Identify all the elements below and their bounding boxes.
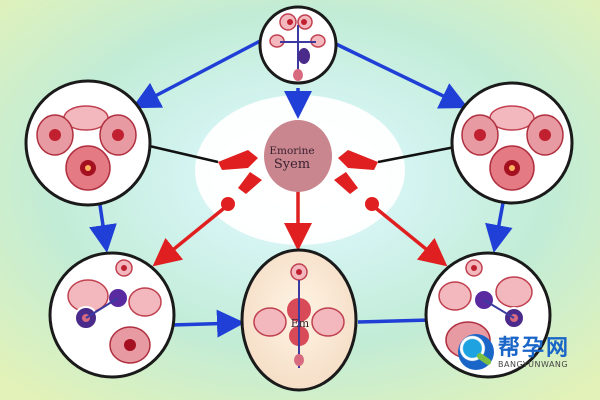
center-node bbox=[218, 120, 379, 211]
node-bottom-left bbox=[48, 251, 176, 379]
node-egg bbox=[240, 248, 358, 392]
node-left bbox=[24, 79, 152, 207]
watermark: 帮孕网 BANGYUNWANG bbox=[458, 330, 598, 378]
connector-right-center bbox=[377, 145, 456, 164]
blue-arrows bbox=[89, 38, 513, 338]
watermark-title: 帮孕网 bbox=[498, 336, 571, 361]
red-dot-left bbox=[221, 197, 235, 211]
red-arm-right bbox=[338, 150, 378, 170]
arrow-top-to-right bbox=[335, 42, 469, 109]
node-top bbox=[258, 5, 338, 85]
arrow-right-to-bottomright bbox=[485, 202, 513, 253]
black-connectors bbox=[144, 143, 456, 164]
red-dot-right bbox=[365, 197, 379, 211]
connector-left-center bbox=[144, 143, 219, 164]
node-right bbox=[450, 81, 574, 205]
red-arm-left-lower bbox=[238, 172, 262, 194]
center-blob bbox=[264, 120, 332, 192]
center-label-line2: Syem bbox=[273, 157, 311, 172]
center-label-line1: Emorine bbox=[269, 145, 315, 157]
arrow-egg-to-bottomright bbox=[357, 318, 431, 324]
node-bottom-right bbox=[424, 251, 552, 379]
watermark-subtitle: BANGYUNWANG bbox=[498, 360, 569, 369]
red-arrows bbox=[152, 188, 448, 267]
arrow-center-to-bottomleft bbox=[152, 203, 230, 267]
watermark-logo-icon bbox=[458, 334, 494, 370]
egg-label: Em bbox=[290, 317, 310, 330]
arrow-left-to-bottomleft bbox=[89, 204, 117, 253]
red-arm-left bbox=[218, 150, 258, 170]
arrow-bottomleft-to-egg bbox=[171, 309, 245, 338]
red-arm-right-lower bbox=[334, 172, 358, 194]
arrow-top-to-left bbox=[131, 38, 263, 109]
arrow-center-to-bottomright bbox=[370, 203, 448, 267]
